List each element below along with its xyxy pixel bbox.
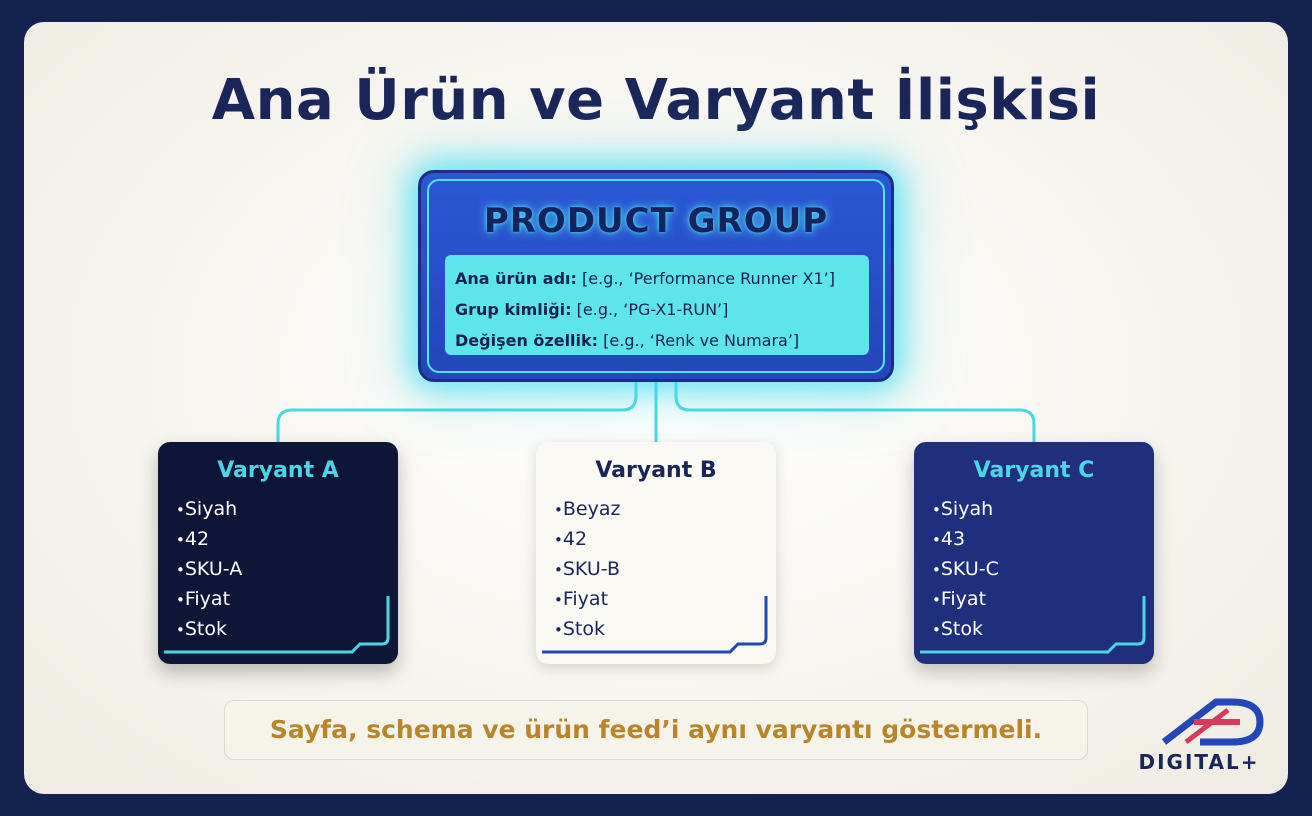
variant-c-title: Varyant C xyxy=(973,458,1095,483)
page-title: Ana Ürün ve Varyant İlişkisi xyxy=(211,68,1101,133)
variant-a-item: Siyah xyxy=(176,495,380,525)
bottom-note: Sayfa, schema ve ürün feed’i aynı varyan… xyxy=(224,700,1088,760)
digital-plus-logo: DIGITAL+ xyxy=(1124,694,1274,778)
variant-c-list: Siyah 43 SKU-C Fiyat Stok xyxy=(932,495,1136,645)
product-name-value: [e.g., ‘Performance Runner X1’] xyxy=(582,269,835,288)
variant-b-item: Fiyat xyxy=(554,585,758,615)
variant-c-item: Stok xyxy=(932,615,1136,645)
product-group-title: PRODUCT GROUP xyxy=(483,201,829,241)
variant-a-item: Stok xyxy=(176,615,380,645)
variant-b-card: Varyant B Beyaz 42 SKU-B Fiyat Stok xyxy=(536,442,776,664)
logo-mark-icon xyxy=(1161,698,1264,746)
product-name-row: Ana ürün adı: [e.g., ‘Performance Runner… xyxy=(455,263,859,294)
variant-b-list: Beyaz 42 SKU-B Fiyat Stok xyxy=(554,495,758,645)
variant-c-item: 43 xyxy=(932,525,1136,555)
logo-text: DIGITAL+ xyxy=(1138,750,1260,774)
variant-b-item: Beyaz xyxy=(554,495,758,525)
variant-c-item: Fiyat xyxy=(932,585,1136,615)
group-id-row: Grup kimliği: [e.g., ‘PG-X1-RUN’] xyxy=(455,294,859,325)
varying-attribute-label: Değişen özellik: xyxy=(455,331,599,350)
varying-attribute-value: [e.g., ‘Renk ve Numara’] xyxy=(603,331,800,350)
variant-a-item: Fiyat xyxy=(176,585,380,615)
variant-c-item: SKU-C xyxy=(932,555,1136,585)
product-group-box: PRODUCT GROUP Ana ürün adı: [e.g., ‘Perf… xyxy=(418,170,894,382)
variant-a-item: SKU-A xyxy=(176,555,380,585)
diagram-card: Ana Ürün ve Varyant İlişkisi PRODUCT GRO… xyxy=(24,22,1288,794)
product-name-label: Ana ürün adı: xyxy=(455,269,577,288)
variant-b-item: SKU-B xyxy=(554,555,758,585)
product-group-info: Ana ürün adı: [e.g., ‘Performance Runner… xyxy=(445,255,869,355)
variant-a-list: Siyah 42 SKU-A Fiyat Stok xyxy=(176,495,380,645)
connector-lines xyxy=(276,380,1036,444)
variant-b-title: Varyant B xyxy=(595,458,717,483)
variant-a-title: Varyant A xyxy=(217,458,339,483)
variant-a-card: Varyant A Siyah 42 SKU-A Fiyat Stok xyxy=(158,442,398,664)
group-id-label: Grup kimliği: xyxy=(455,300,572,319)
variant-b-item: Stok xyxy=(554,615,758,645)
variant-b-item: 42 xyxy=(554,525,758,555)
group-id-value: [e.g., ‘PG-X1-RUN’] xyxy=(576,300,729,319)
variant-c-item: Siyah xyxy=(932,495,1136,525)
varying-attribute-row: Değişen özellik: [e.g., ‘Renk ve Numara’… xyxy=(455,325,859,356)
variant-a-item: 42 xyxy=(176,525,380,555)
variant-c-card: Varyant C Siyah 43 SKU-C Fiyat Stok xyxy=(914,442,1154,664)
